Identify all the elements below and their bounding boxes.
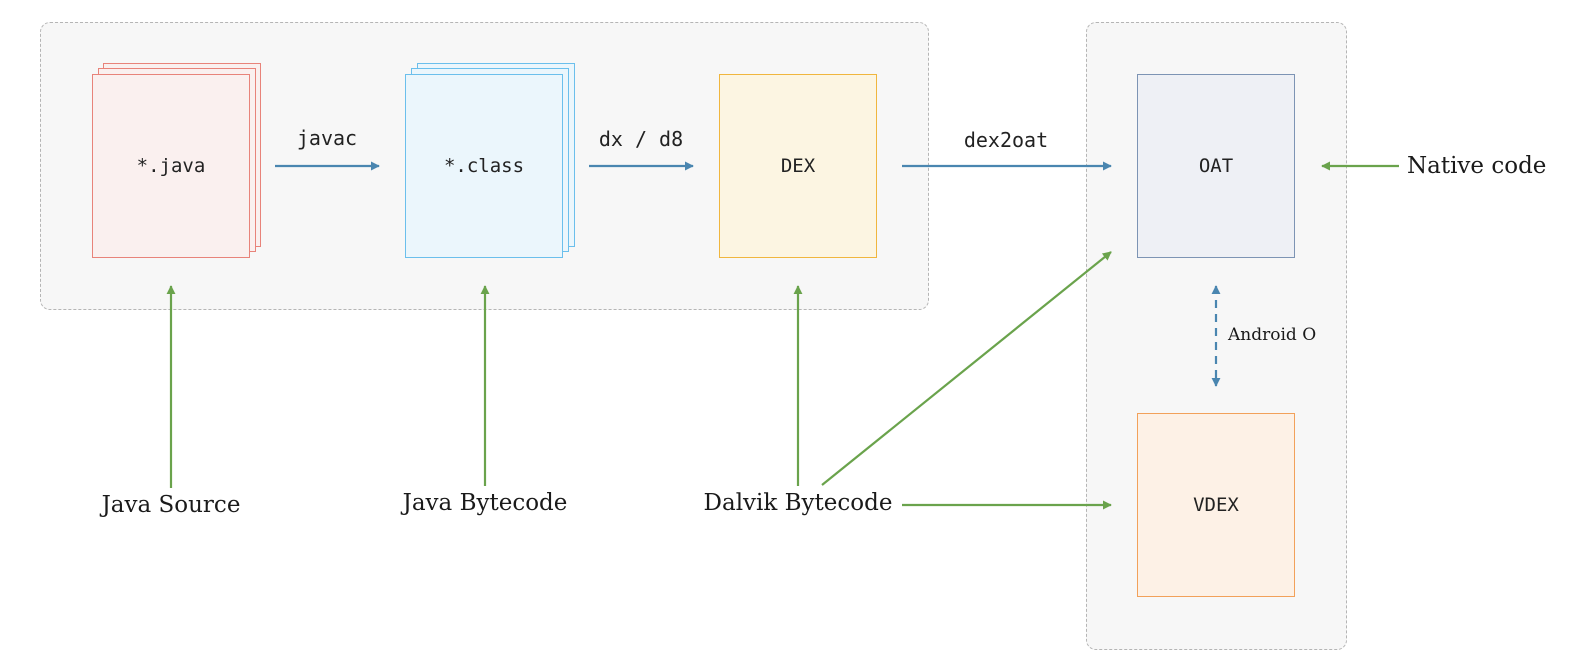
java-box: *.java [92, 74, 250, 258]
java-bytecode-caption: Java Bytecode [402, 490, 568, 516]
dalvik-to-oat-arrow [821, 251, 1112, 486]
dalvik-bytecode-caption: Dalvik Bytecode [703, 490, 893, 516]
java-box-label: *.java [136, 155, 206, 177]
java-source-caption: Java Source [101, 492, 241, 518]
native-code-caption: Native code [1407, 153, 1547, 179]
oat-box-label: OAT [1198, 155, 1234, 177]
class-box-label: *.class [443, 155, 525, 177]
dx-label: dx / d8 [598, 127, 684, 151]
android-o-label: Android O [1228, 325, 1317, 345]
dex-box: DEX [719, 74, 877, 258]
javac-label: javac [296, 126, 358, 150]
vdex-box: VDEX [1137, 413, 1295, 597]
vdex-box-label: VDEX [1193, 494, 1239, 516]
dex2oat-label: dex2oat [963, 128, 1049, 152]
dex-box-label: DEX [780, 155, 816, 177]
class-box: *.class [405, 74, 563, 258]
oat-box: OAT [1137, 74, 1295, 258]
